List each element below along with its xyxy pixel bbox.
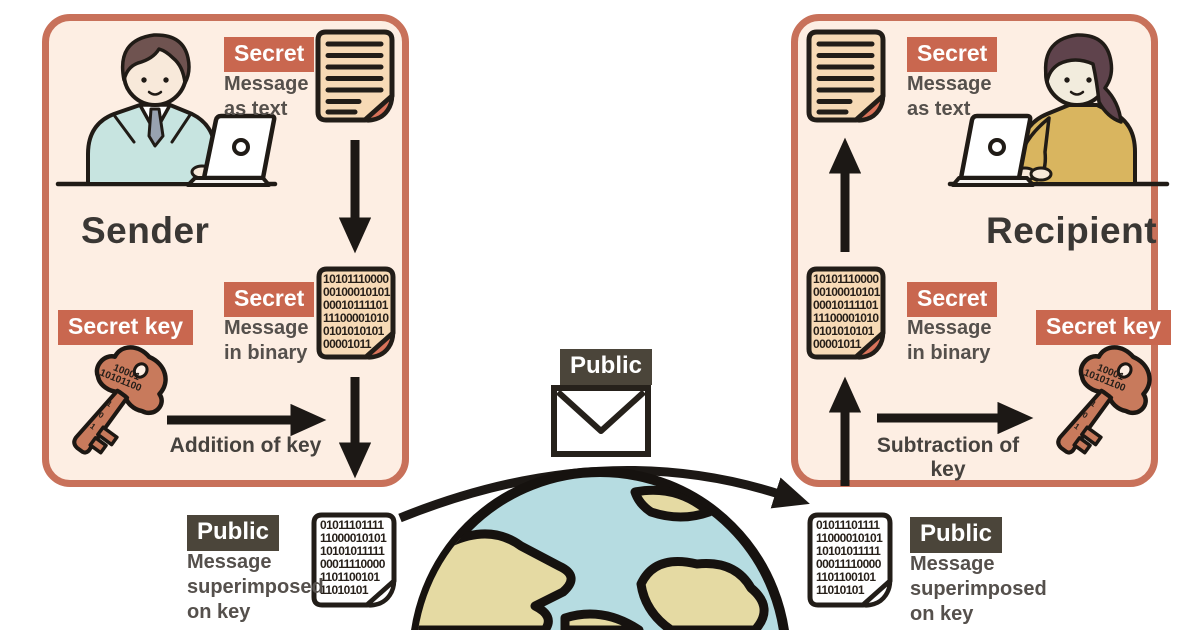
- sender-secret-key-icon: 10001 10101100 1 0 1: [72, 345, 168, 455]
- recipient-title: Recipient: [986, 210, 1158, 251]
- recipient-key-operation-label: Subtraction of key: [876, 434, 1020, 481]
- binary-line: 10101011111: [320, 544, 385, 558]
- sender-public-caption: Message superimposed on key: [187, 551, 324, 623]
- binary-line: 11100001010: [323, 311, 389, 325]
- sender-public-document-icon: 01011101111 11000010101 10101011111 0001…: [311, 512, 397, 608]
- binary-line: 00001011: [813, 337, 862, 351]
- recipient-text-caption: Message as text: [907, 73, 992, 120]
- recipient-hair-ponytail: [1043, 33, 1123, 124]
- recipient-binary-document-icon: 10101110000 00100010101 00010111101 1110…: [806, 266, 886, 360]
- recipient-public-caption: Message superimposed on key: [910, 553, 1047, 625]
- recipient-secret-key-badge: Secret key: [1036, 310, 1172, 345]
- sender-public-badge: Public: [187, 515, 280, 551]
- recipient-text-secret-badge: Secret: [907, 37, 998, 72]
- binary-line: 00010111101: [813, 298, 879, 312]
- sender-key-operation-label: Addition of key: [169, 434, 322, 457]
- recipient-public-badge: Public: [910, 517, 1003, 553]
- binary-line: 10101110000: [323, 272, 389, 286]
- channel-public-badge: Public: [560, 349, 653, 385]
- binary-line: 10101110000: [813, 272, 879, 286]
- recipient-binary-secret-badge: Secret: [907, 282, 998, 317]
- binary-line: 0101010101: [813, 324, 875, 338]
- svg-text:0: 0: [1081, 410, 1090, 420]
- binary-line: 00011110000: [816, 557, 882, 571]
- binary-line: 1101100101: [816, 570, 876, 584]
- binary-line: 00100010101: [323, 285, 391, 299]
- recipient-secret-key-icon: 10001 10101100 1 0 1: [1056, 345, 1152, 455]
- recipient-person-illustration: [947, 33, 1170, 187]
- sender-title: Sender: [81, 210, 210, 251]
- binary-line: 00011110000: [320, 557, 386, 571]
- sender-text-secret-badge: Secret: [224, 37, 315, 72]
- globe-icon: [411, 467, 789, 630]
- binary-line: 01011101111: [320, 518, 384, 532]
- binary-line: 00100010101: [813, 285, 881, 299]
- sender-text-document-icon: [315, 29, 395, 123]
- binary-line: 11010101: [320, 583, 369, 597]
- binary-line: 00010111101: [323, 298, 389, 312]
- sender-text-caption: Message as text: [224, 73, 309, 120]
- binary-line: 1101100101: [320, 570, 380, 584]
- sender-binary-caption: Message in binary: [224, 317, 309, 364]
- svg-text:0: 0: [97, 410, 106, 420]
- binary-line: 0101010101: [323, 324, 385, 338]
- recipient-binary-caption: Message in binary: [907, 317, 992, 364]
- binary-line: 11000010101: [320, 531, 387, 545]
- sender-person-illustration: [55, 33, 278, 187]
- svg-text:1: 1: [1089, 399, 1098, 409]
- sender-binary-document-icon: 10101110000 00100010101 00010111101 1110…: [316, 266, 396, 360]
- binary-line: 11100001010: [813, 311, 879, 325]
- sender-secret-key-badge: Secret key: [58, 310, 194, 345]
- binary-line: 01011101111: [816, 518, 880, 532]
- binary-line: 10101011111: [816, 544, 881, 558]
- recipient-text-document-icon: [806, 29, 886, 123]
- envelope-icon: [551, 385, 651, 457]
- binary-line: 00001011: [323, 337, 372, 351]
- sender-binary-secret-badge: Secret: [224, 282, 315, 317]
- svg-text:1: 1: [105, 399, 114, 409]
- binary-line: 11010101: [816, 583, 865, 597]
- svg-text:1: 1: [88, 422, 97, 432]
- recipient-public-document-icon: 01011101111 11000010101 10101011111 0001…: [807, 512, 893, 608]
- svg-text:1: 1: [1072, 422, 1081, 432]
- binary-line: 11000010101: [816, 531, 883, 545]
